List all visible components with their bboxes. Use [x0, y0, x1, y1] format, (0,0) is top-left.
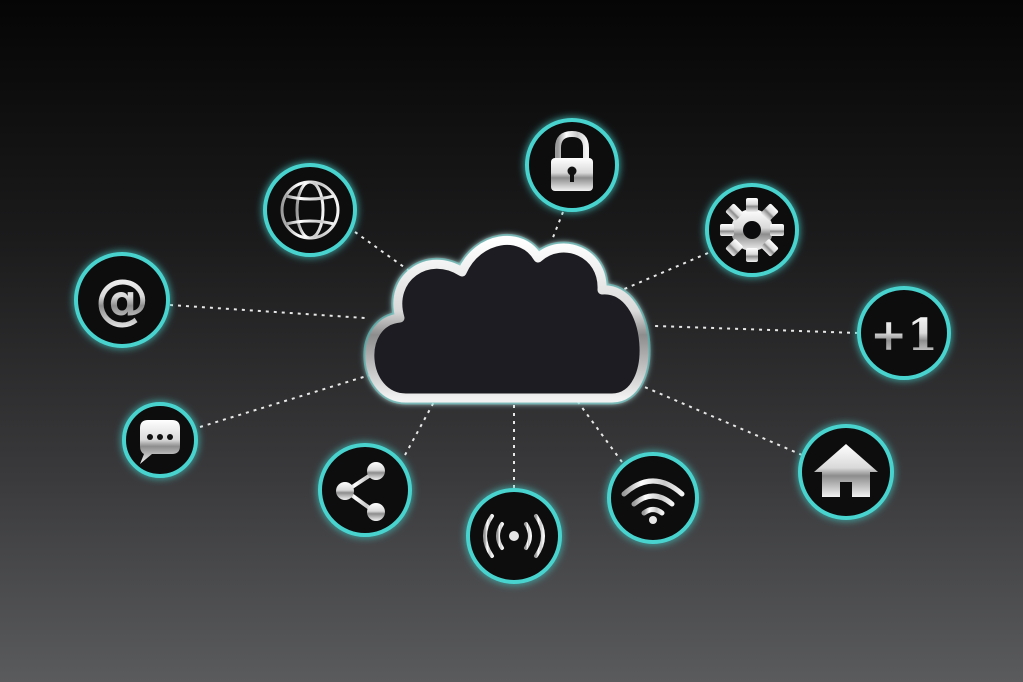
connector-lock — [551, 211, 564, 241]
plus-one-icon: +1 — [870, 310, 937, 361]
home-icon — [814, 444, 878, 497]
connector-chat — [199, 374, 371, 428]
wifi-icon — [621, 478, 685, 524]
gear-icon — [720, 198, 784, 262]
connector-home — [639, 384, 803, 456]
connector-plus-one — [654, 325, 859, 334]
chat-bubble-icon — [140, 420, 180, 464]
at-sign-icon: @ — [95, 268, 149, 331]
plus-one-label: +1 — [870, 310, 937, 361]
node-at — [74, 252, 170, 348]
broadcast-icon — [483, 514, 545, 558]
node-share — [318, 443, 412, 537]
connector-globe — [354, 231, 416, 276]
cloud-icon — [363, 234, 651, 405]
connector-settings — [621, 252, 709, 291]
connector-share — [404, 399, 436, 456]
padlock-icon — [551, 130, 593, 191]
at-sign-label: @ — [95, 268, 149, 331]
connector-wifi — [577, 401, 623, 463]
connector-lines — [169, 211, 859, 488]
globe-icon — [280, 180, 340, 240]
connector-at — [169, 304, 366, 319]
share-icon — [336, 462, 385, 521]
node-plus-one — [857, 286, 951, 380]
